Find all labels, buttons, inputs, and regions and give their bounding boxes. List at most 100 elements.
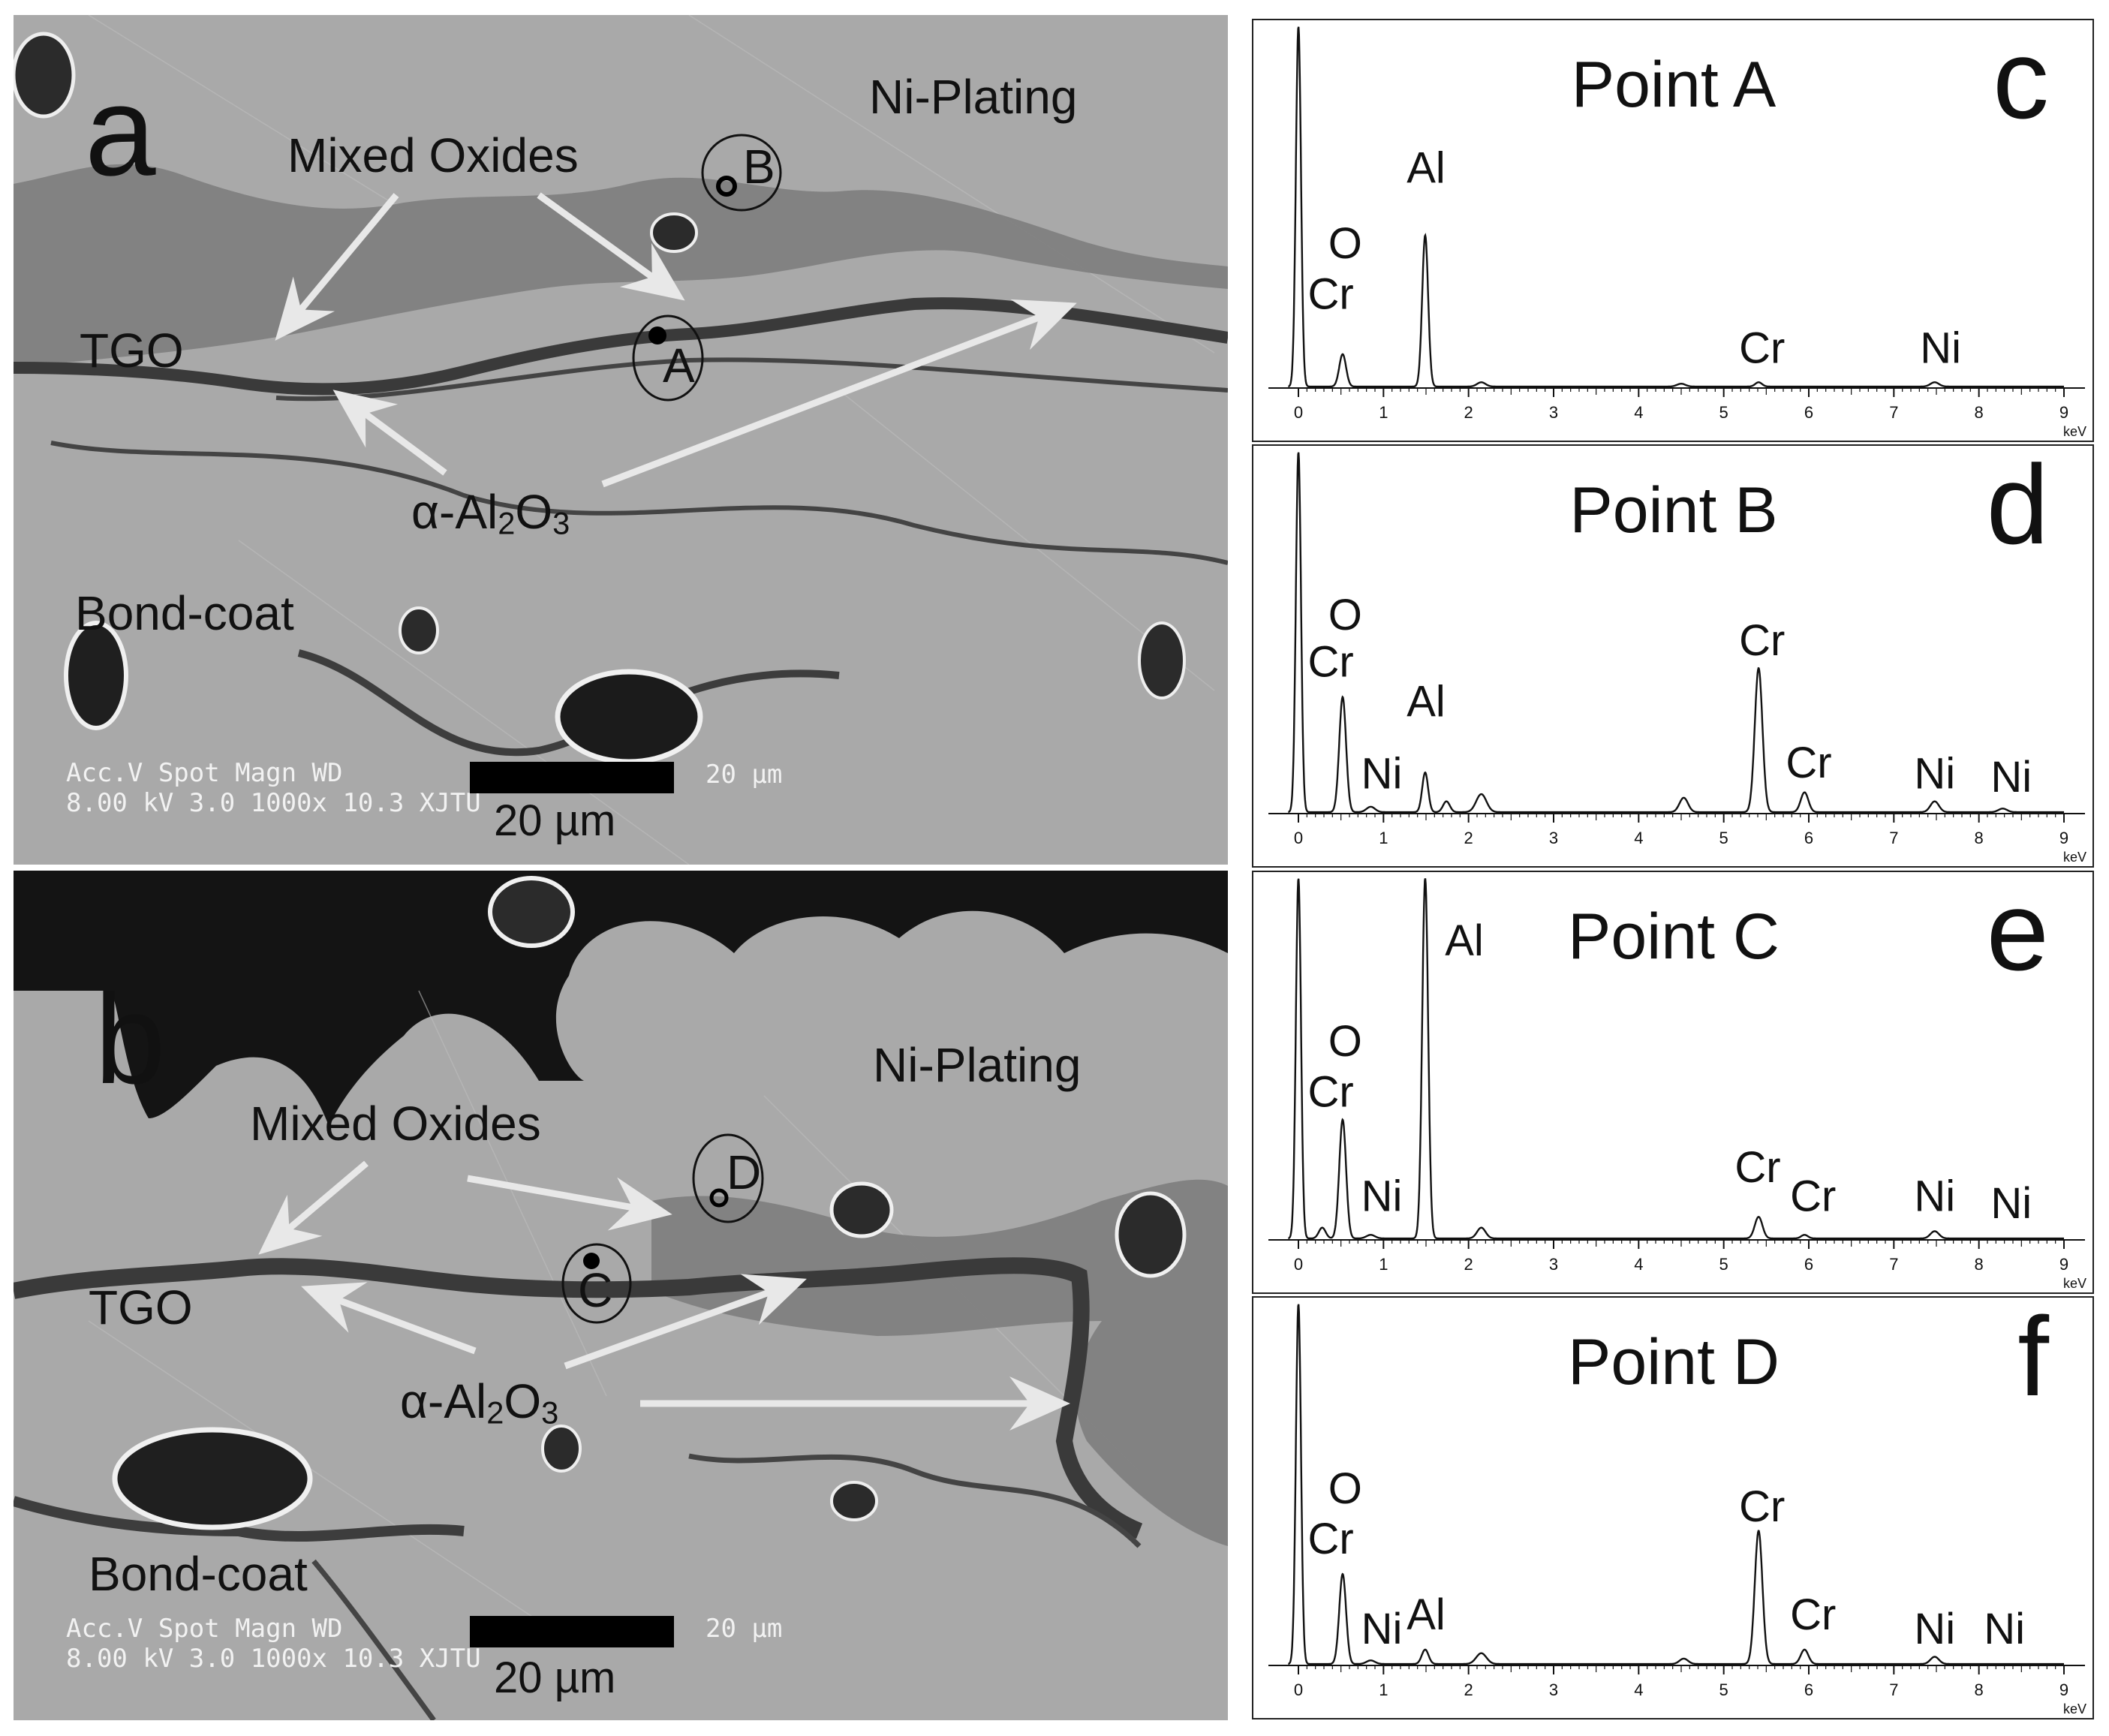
spectrum-title: Point A <box>1572 49 1777 121</box>
x-tick-label: 6 <box>1804 1255 1813 1274</box>
ni-plating-label-b: Ni-Plating <box>873 1038 1082 1092</box>
mid-oxide-line-b <box>688 1453 1142 1548</box>
peak-annotation: Ni <box>1990 753 2032 802</box>
sem-panel-a: a Ni-Plating Mixed Oxides TGO α-Al2O3 Bo… <box>14 15 1228 865</box>
alumina-sub2-b: 2 <box>486 1395 504 1431</box>
alumina-sub3-a: 3 <box>552 505 570 541</box>
x-tick-label: 2 <box>1464 1680 1473 1699</box>
point-label-b: B <box>743 140 775 194</box>
alumina-sub2-a: 2 <box>498 505 516 541</box>
lower-oxide-line-b <box>311 1559 436 1720</box>
spectrum-series-line <box>1288 452 2064 814</box>
bond-coat-label-b: Bond-coat <box>89 1547 308 1601</box>
x-tick-label: 3 <box>1549 403 1558 422</box>
spectrum-panel-label: f <box>2017 1298 2049 1419</box>
x-tick-label: 4 <box>1634 829 1643 847</box>
peak-annotation: O <box>1328 1464 1362 1513</box>
peak-annotation: Cr <box>1307 269 1353 318</box>
pores-a <box>14 32 1186 765</box>
x-tick-label: 4 <box>1634 1255 1643 1274</box>
alumina-mid-b: O <box>504 1374 542 1428</box>
instrument-values-b: 8.00 kV 3.0 1000x 10.3 XJTU <box>66 1644 481 1674</box>
peak-annotation: Cr <box>1734 1143 1780 1192</box>
peak-annotation: Ni <box>1914 1605 1955 1653</box>
x-tick-label: 8 <box>1975 403 1984 422</box>
x-tick-label: 1 <box>1379 1680 1388 1699</box>
spectrum-panel-label: d <box>1987 446 2049 567</box>
tgo-band-a <box>14 297 1228 396</box>
bond-coat-oxide-a <box>297 649 840 757</box>
x-axis-label: keV <box>2063 850 2086 865</box>
spectrum-panel-label: e <box>1987 872 2049 994</box>
instrument-headers-a: Acc.V Spot Magn WD <box>66 758 343 788</box>
mounting-resin-b <box>14 871 1228 1126</box>
x-tick-label: 7 <box>1889 403 1898 422</box>
x-axis-label: keV <box>2063 1701 2086 1716</box>
peak-annotation: O <box>1328 591 1362 639</box>
label-arrows-a <box>275 192 1077 488</box>
sem-micrograph-a <box>14 15 1228 865</box>
peak-annotation: Ni <box>1920 323 1961 372</box>
peak-annotation: Al <box>1407 1590 1446 1639</box>
x-tick-label: 7 <box>1889 829 1898 847</box>
sem-panel-b: b Ni-Plating Mixed Oxides TGO α-Al2O3 Bo… <box>14 871 1228 1720</box>
spectrum-series-line <box>1288 26 2064 388</box>
peak-annotation: O <box>1328 1017 1362 1066</box>
scale-caption-b: 20 µm <box>494 1653 616 1702</box>
bond-coat-label-a: Bond-coat <box>75 586 294 640</box>
peak-annotation: Cr <box>1786 739 1831 787</box>
x-tick-label: 6 <box>1804 403 1813 422</box>
spectrum-title: Point B <box>1569 474 1777 546</box>
label-arrows-b <box>258 1160 1070 1431</box>
peak-annotation: Cr <box>1739 323 1785 372</box>
scale-bar-label-b: 20 µm <box>706 1614 783 1644</box>
scale-bar-label-a: 20 µm <box>706 760 783 790</box>
secondary-oxide-line-a <box>275 357 1228 402</box>
point-marker-b <box>701 134 782 212</box>
x-tick-label: 8 <box>1975 1255 1984 1274</box>
x-tick-label: 4 <box>1634 1680 1643 1699</box>
peak-annotation: Ni <box>1914 1172 1955 1221</box>
peak-annotation: Ni <box>1361 1605 1403 1653</box>
panel-label-a: a <box>85 60 156 203</box>
pore-oxide-rim-b <box>14 1496 465 1542</box>
x-tick-label: 3 <box>1549 829 1558 847</box>
spectrum-title: Point C <box>1568 901 1780 973</box>
peak-annotation: Ni <box>1984 1605 2025 1653</box>
peak-annotation: Ni <box>1990 1179 2032 1228</box>
x-tick-label: 2 <box>1464 403 1473 422</box>
spectrum-panel-label: c <box>1993 20 2049 142</box>
alumina-prefix-a: α-Al <box>411 485 498 539</box>
x-tick-label: 6 <box>1804 829 1813 847</box>
x-tick-label: 2 <box>1464 829 1473 847</box>
peak-annotation: Al <box>1407 677 1446 726</box>
peak-annotation: Cr <box>1739 1482 1785 1531</box>
pores-b <box>112 876 1187 1530</box>
alumina-prefix-b: α-Al <box>400 1374 487 1428</box>
peak-annotation: Cr <box>1790 1172 1836 1221</box>
x-tick-label: 4 <box>1634 403 1643 422</box>
scale-bar-a <box>470 762 674 793</box>
mixed-oxides-label-a: Mixed Oxides <box>287 128 579 182</box>
peak-annotation: Cr <box>1307 638 1353 687</box>
x-tick-label: 1 <box>1379 1255 1388 1274</box>
x-tick-label: 0 <box>1294 1680 1303 1699</box>
x-tick-label: 2 <box>1464 1255 1473 1274</box>
sem-micrograph-b <box>14 871 1228 1720</box>
scale-caption-a: 20 µm <box>494 796 616 845</box>
panel-label-b: b <box>95 968 166 1111</box>
lower-oxide-line-a <box>50 441 1228 565</box>
peak-annotation: Ni <box>1361 1172 1403 1221</box>
x-tick-label: 0 <box>1294 1255 1303 1274</box>
x-tick-label: 5 <box>1719 1255 1728 1274</box>
tgo-label-a: TGO <box>80 323 184 378</box>
scale-bar-b <box>470 1616 674 1647</box>
peak-annotation: Al <box>1407 143 1446 192</box>
